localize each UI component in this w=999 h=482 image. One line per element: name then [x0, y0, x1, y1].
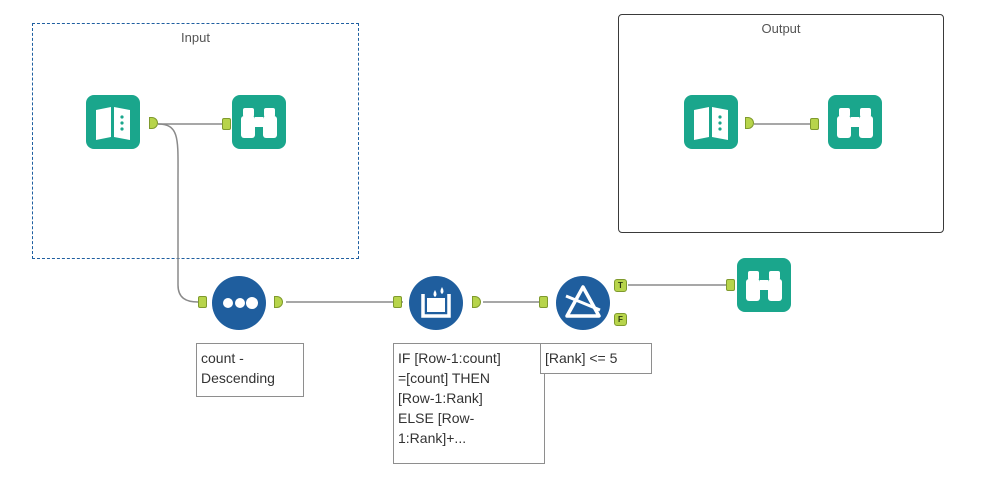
output-container-title: Output [761, 21, 801, 36]
input-data-output-anchor[interactable] [149, 117, 158, 129]
input-container[interactable]: Input [32, 23, 359, 259]
sort-input-anchor[interactable] [198, 296, 207, 308]
final-browse-input-anchor[interactable] [726, 279, 735, 291]
filter-annotation: [Rank] <= 5 [540, 343, 652, 374]
output-container[interactable]: Output [618, 14, 944, 233]
filter-icon [565, 285, 601, 318]
book-icon [96, 107, 130, 140]
filter-tool[interactable] [556, 276, 610, 330]
multirow-annotation: IF [Row-1:count] =[count] THEN [Row-1:Ra… [393, 343, 545, 464]
final-browse-tool[interactable] [737, 258, 791, 312]
binoculars-icon [837, 108, 873, 138]
output-browse-tool[interactable] [828, 95, 882, 149]
browse-input-anchor[interactable] [222, 118, 231, 130]
browse-tool[interactable] [232, 95, 286, 149]
binoculars-icon [746, 271, 782, 301]
filter-input-anchor[interactable] [539, 296, 548, 308]
dots-icon [223, 297, 258, 309]
sort-annotation: count - Descending [196, 343, 304, 397]
sort-output-anchor[interactable] [274, 296, 283, 308]
multi-row-icon [421, 287, 451, 318]
input-data-tool[interactable] [86, 95, 140, 149]
sort-tool[interactable] [212, 276, 266, 330]
filter-true-anchor[interactable]: T [614, 279, 627, 292]
multirow-input-anchor[interactable] [393, 296, 402, 308]
output-input-data-output-anchor[interactable] [745, 117, 754, 129]
book-icon [694, 107, 728, 140]
multirow-output-anchor[interactable] [472, 296, 481, 308]
filter-false-anchor[interactable]: F [614, 313, 627, 326]
output-input-data-tool[interactable] [684, 95, 738, 149]
input-container-title: Input [181, 30, 210, 45]
output-browse-input-anchor[interactable] [810, 118, 819, 130]
multi-row-formula-tool[interactable] [409, 276, 463, 330]
binoculars-icon [241, 108, 277, 138]
